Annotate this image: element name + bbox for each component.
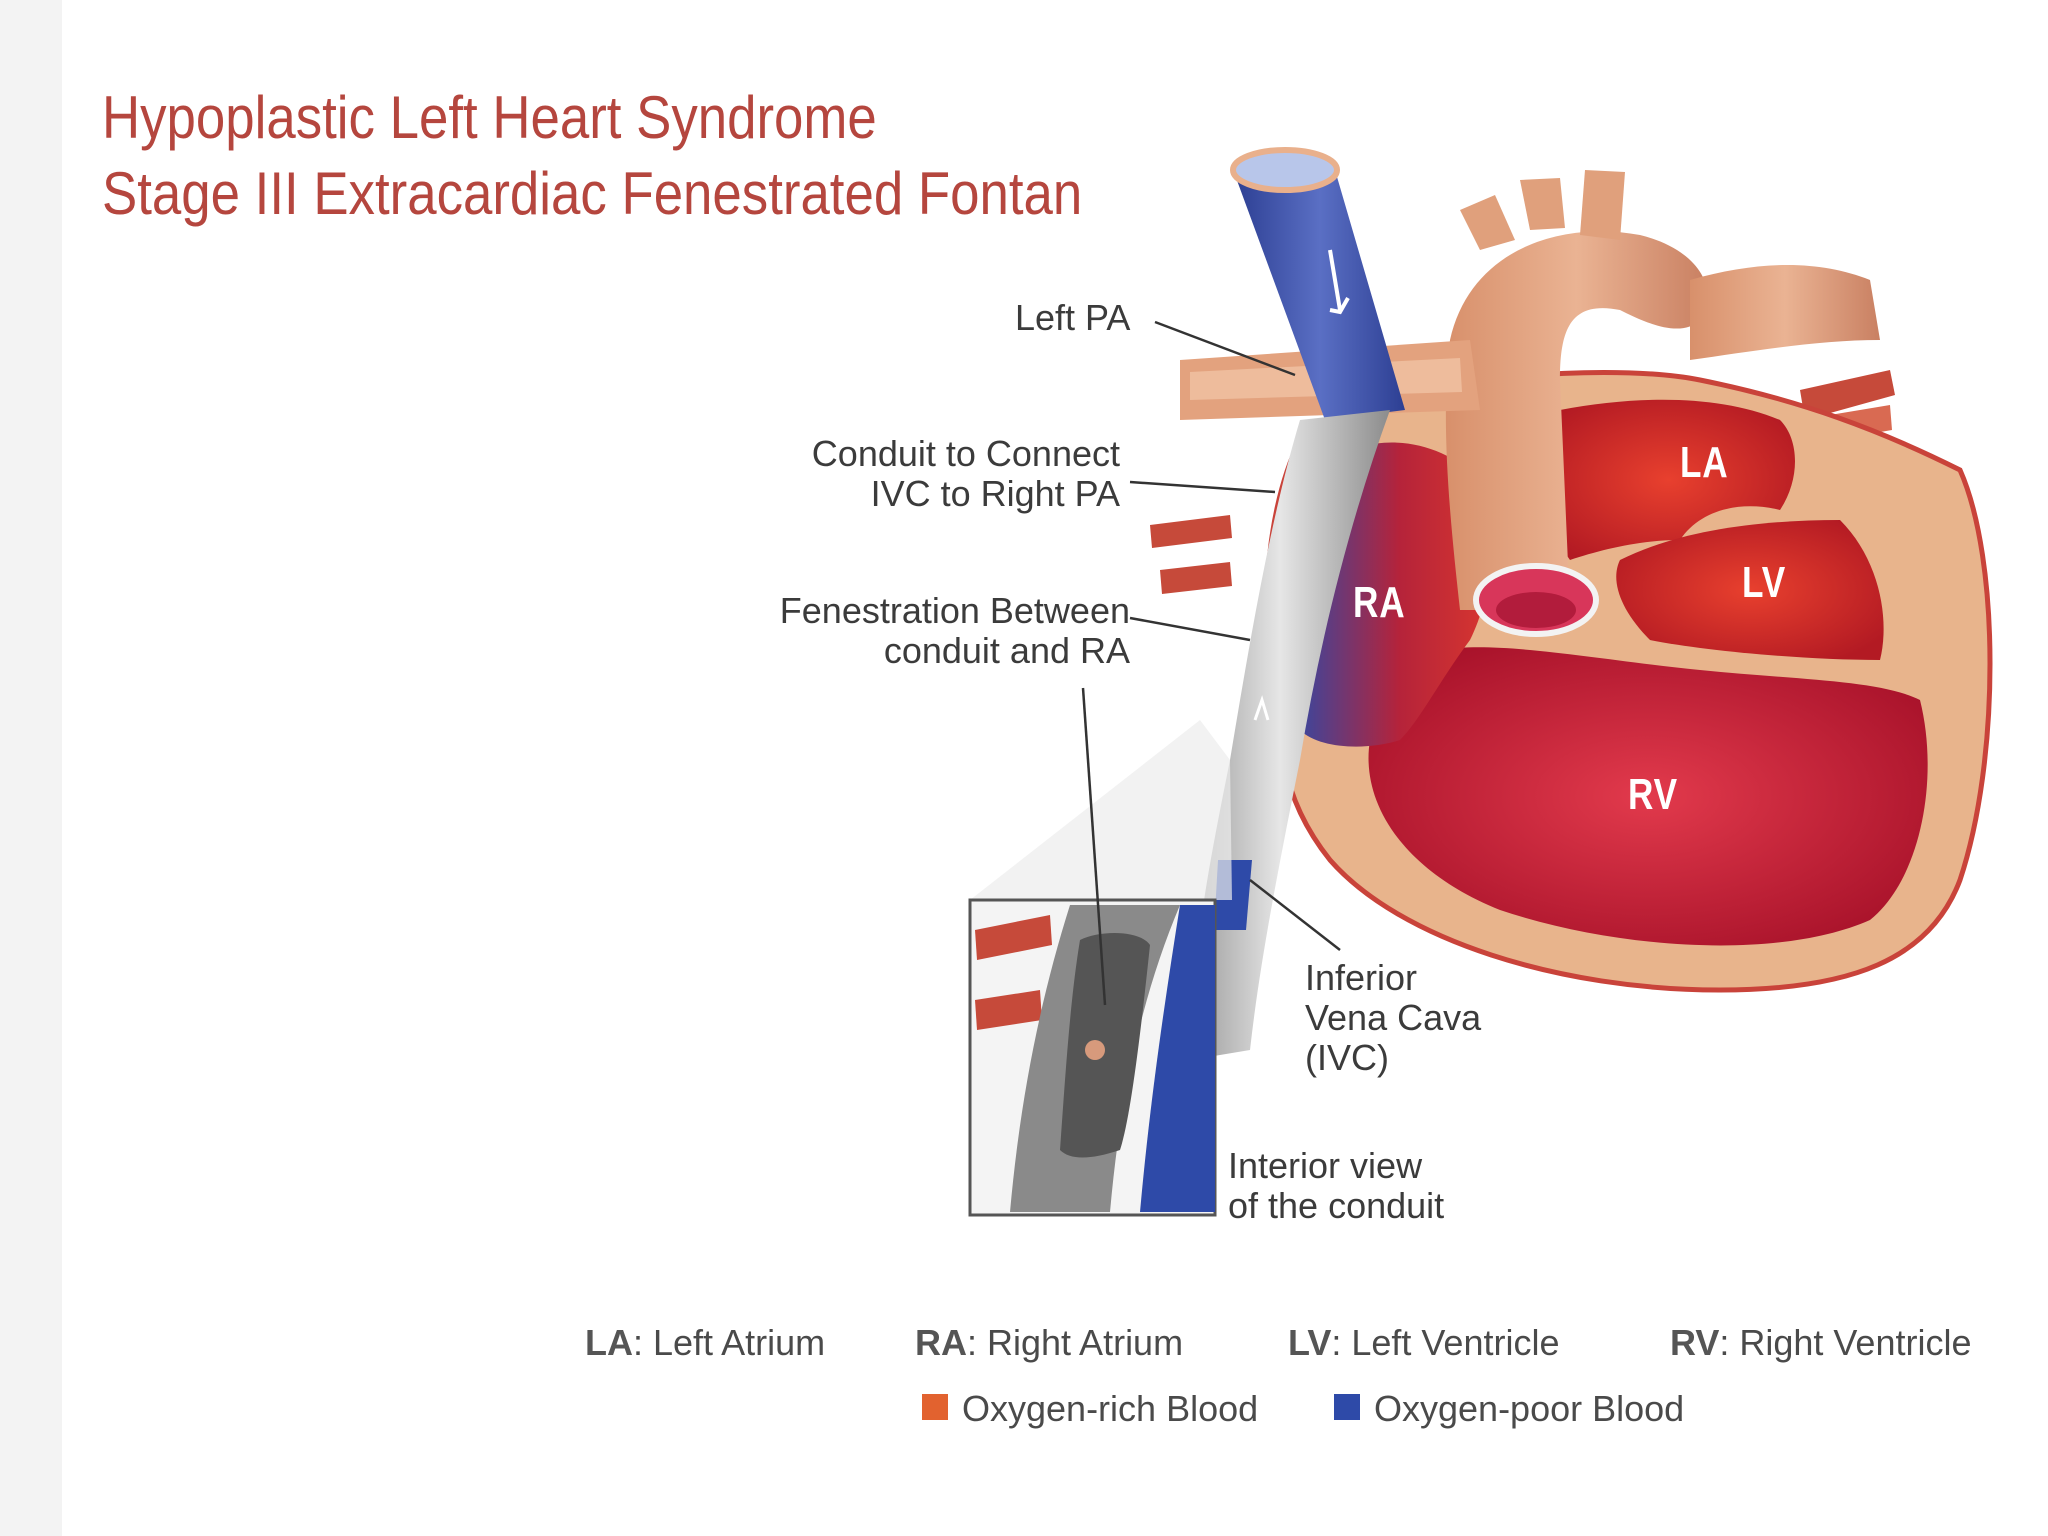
label-ivc-line2: Vena Cava xyxy=(1305,997,1482,1038)
flow-arrow-icon xyxy=(1253,695,1270,721)
interior-view-inset xyxy=(968,898,1217,1217)
label-interior-line1: Interior view xyxy=(1228,1145,1423,1186)
chamber-label-ra: RA xyxy=(1353,578,1406,627)
flow-arrow-icon xyxy=(1328,249,1350,315)
oxygen-rich-swatch xyxy=(922,1394,948,1420)
legend-text: : Right Ventricle xyxy=(1719,1322,1972,1363)
label-conduit-line2: IVC to Right PA xyxy=(870,473,1120,514)
label-interior-line2: of the conduit xyxy=(1228,1185,1445,1226)
chamber-label-lv: LV xyxy=(1742,558,1786,607)
la-chamber xyxy=(1541,399,1795,560)
page-subtitle: Stage III Extracardiac Fenestrated Fonta… xyxy=(102,160,1083,227)
legend-oxygen-rich: Oxygen-rich Blood xyxy=(962,1388,1259,1429)
legend-abbr: RV xyxy=(1670,1322,1720,1363)
svc-opening xyxy=(1230,147,1340,193)
aorta xyxy=(1445,170,1880,637)
label-ivc-line3: (IVC) xyxy=(1305,1037,1389,1078)
zoom-wedge xyxy=(970,720,1232,900)
legend-item-ra: RA: Right Atrium xyxy=(915,1322,1183,1364)
page-title: Hypoplastic Left Heart Syndrome xyxy=(102,84,877,151)
chamber-label-la: LA xyxy=(1680,438,1729,487)
legend-text: : Right Atrium xyxy=(967,1322,1184,1363)
chamber-label-rv: RV xyxy=(1628,770,1678,819)
legend-item-la: LA: Left Atrium xyxy=(585,1322,825,1364)
legend-oxygen-poor: Oxygen-poor Blood xyxy=(1374,1388,1685,1429)
legend-abbr: LA xyxy=(585,1322,633,1363)
svc-vessel xyxy=(1235,163,1405,420)
legend-text: : Left Atrium xyxy=(633,1322,826,1363)
label-ivc-line1: Inferior xyxy=(1305,957,1418,998)
label-left-pa: Left PA xyxy=(1015,297,1131,338)
rv-chamber xyxy=(1368,647,1928,946)
lv-chamber xyxy=(1616,520,1884,660)
legend-item-rv: RV: Right Ventricle xyxy=(1670,1322,1971,1364)
pulmonary-veins-left xyxy=(1150,515,1232,594)
leader-lines xyxy=(1081,320,1341,1006)
label-conduit-line1: Conduit to Connect xyxy=(811,433,1120,474)
label-fenestration-line1: Fenestration Between xyxy=(779,590,1130,631)
oxygen-poor-swatch xyxy=(1334,1394,1360,1420)
label-fenestration-line2: conduit and RA xyxy=(883,630,1130,671)
legend-abbr: LV xyxy=(1288,1322,1332,1363)
legend-text: : Left Ventricle xyxy=(1331,1322,1560,1363)
legend-item-lv: LV: Left Ventricle xyxy=(1288,1322,1559,1364)
legend-abbr: RA xyxy=(915,1322,967,1363)
